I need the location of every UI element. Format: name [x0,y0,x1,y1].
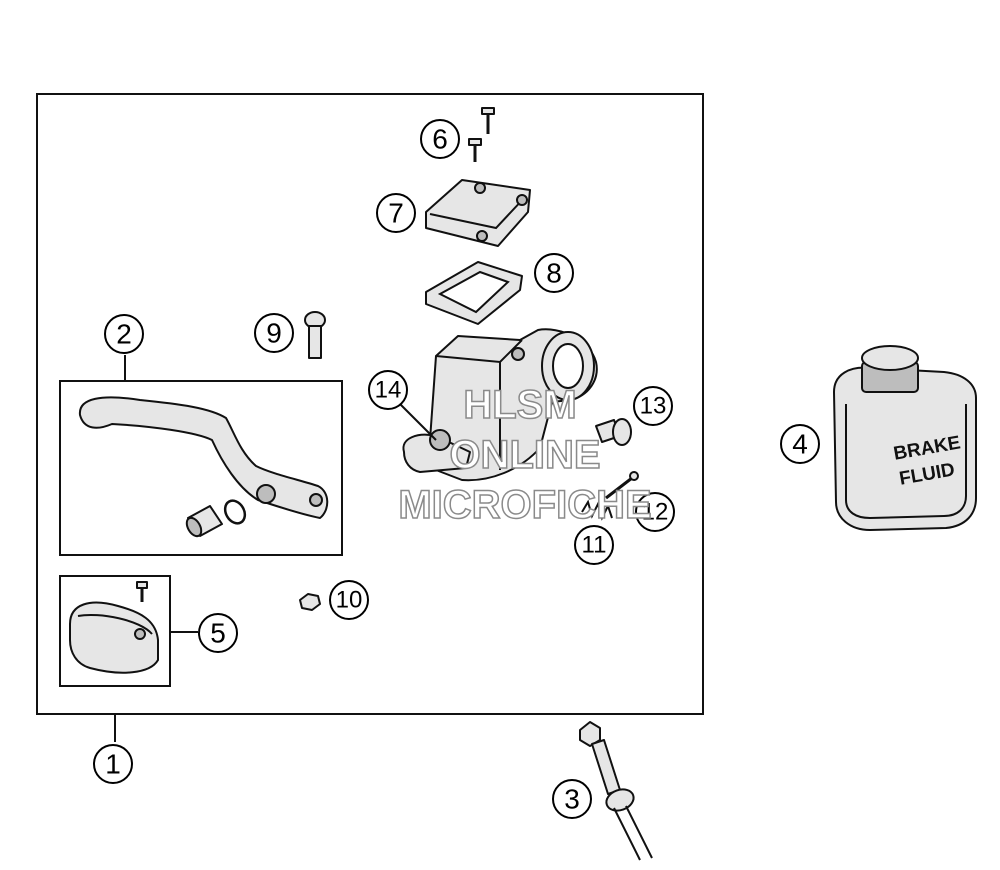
callout-8: 8 [534,253,574,293]
callout-7: 7 [376,193,416,233]
callout-1: 1 [93,744,133,784]
svg-text:12: 12 [642,499,669,526]
callout-6: 6 [420,119,460,159]
svg-text:6: 6 [432,124,448,155]
lever-washer [223,499,247,525]
master-cylinder [402,328,598,482]
svg-text:2: 2 [116,319,132,350]
svg-text:5: 5 [210,618,226,649]
callout-4: 4 [780,424,820,464]
brake-lever [78,396,329,519]
brake-fluid-can: BRAKE FLUID [833,345,977,531]
diaphragm [425,261,523,325]
callout-12: 12 [635,492,675,532]
callout-5: 5 [198,613,238,653]
svg-text:11: 11 [582,532,607,559]
callout-14: 14 [368,370,408,410]
callout-2: 2 [104,314,144,354]
spring [581,499,613,521]
svg-text:9: 9 [266,318,282,349]
svg-text:14: 14 [375,377,402,404]
screws [468,107,495,162]
callout-3: 3 [552,779,592,819]
brake-hose [579,721,653,861]
svg-text:13: 13 [640,393,667,420]
watermark-line2: ONLINE [449,433,600,477]
pivot-bolt [304,311,326,359]
svg-text:3: 3 [564,784,580,815]
callout-9: 9 [254,313,294,353]
svg-text:1: 1 [105,749,121,780]
lever-frame [59,380,343,556]
callout-11: 11 [574,525,614,565]
leader-14 [399,403,437,441]
callout-13: 13 [633,386,673,426]
reservoir-cover [69,601,159,674]
adjuster-bolt [595,418,632,446]
svg-text:8: 8 [546,258,562,289]
lever-bushing [185,505,223,538]
svg-text:4: 4 [792,429,808,460]
reservoir-lid [425,179,531,247]
watermark-line1: HLSM [463,383,576,427]
nut [299,593,321,611]
watermark-line3: MICROFICHE [398,483,651,527]
svg-text:7: 7 [388,198,404,229]
callout-10: 10 [329,580,369,620]
assembly-frame [36,93,704,715]
cover-screw [136,581,148,602]
pin [605,471,639,500]
svg-text:10: 10 [336,587,363,614]
watermark: HLSM ONLINE MICROFICHE [398,382,653,528]
